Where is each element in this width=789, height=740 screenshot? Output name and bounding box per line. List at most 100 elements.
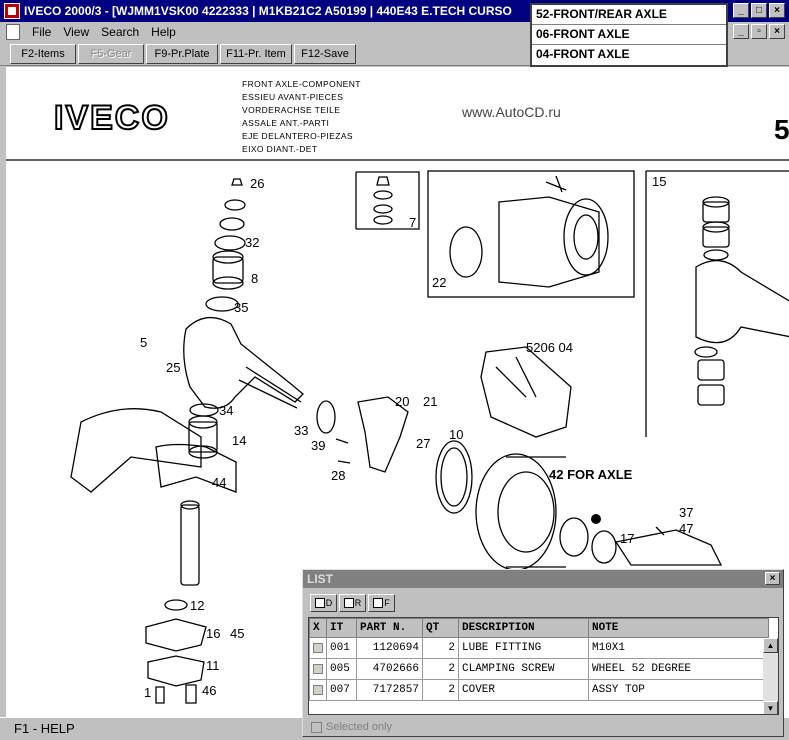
cell-part: 4702666 [356,658,423,680]
square-icon [373,598,384,608]
callout-10: 10 [449,427,463,442]
callout-15: 15 [652,174,666,189]
callout-12: 12 [190,598,204,613]
callout-42: 42 FOR AXLE [549,467,633,482]
row-checkbox[interactable] [309,658,327,680]
callout-47: 47 [679,521,693,536]
table-row[interactable]: 001 1120694 2 LUBE FITTING M10X1 [309,637,769,659]
drawing-title-es: EJE DELANTERO-PIEZAS [242,131,353,141]
app-icon[interactable] [4,3,20,19]
callout-32: 32 [245,235,259,250]
list-tool-d-button[interactable]: D [310,594,337,612]
callout-33: 33 [294,423,308,438]
cell-qt: 2 [422,679,459,701]
cell-it: 001 [326,637,357,659]
callout-39: 39 [311,438,325,453]
minimize-button[interactable]: _ [733,3,749,18]
callout-17: 17 [620,531,634,546]
cell-qt: 2 [422,658,459,680]
callout-37: 37 [679,505,693,520]
drawing-title-pt: EIXO DIANT.-DET [242,144,317,154]
menu-help[interactable]: Help [151,25,176,39]
menu-file[interactable]: File [32,25,52,39]
drawing-title-fr: ESSIEU AVANT-PIECES [242,92,343,102]
exploded-drawing: IVECO www.AutoCD.ru 5 FRONT AXLE-COMPONE… [6,79,789,704]
cell-description: LUBE FITTING [458,637,589,659]
callout-26: 26 [250,176,264,191]
col-qt[interactable]: QT [422,618,459,638]
callout-44: 44 [212,475,226,490]
cell-note: ASSY TOP [588,679,769,701]
drawing-title-it: ASSALE ANT.-PARTI [242,118,329,128]
row-checkbox[interactable] [309,679,327,701]
list-tool-r-button[interactable]: R [339,594,366,612]
cell-description: CLAMPING SCREW [458,658,589,680]
tool-label: R [354,598,362,608]
tool-label: D [325,598,333,608]
menu-search[interactable]: Search [101,25,140,39]
col-x[interactable]: X [309,618,327,638]
assembly-dropdown-list[interactable]: 52-FRONT/REAR AXLE 06-FRONT AXLE 04-FRON… [530,3,728,67]
items-button[interactable]: F2-Items [10,44,76,64]
scroll-down-icon[interactable]: ▼ [763,701,778,714]
callout-5: 5 [140,335,147,350]
list-tool-f-button[interactable]: F [368,594,395,612]
pr-item-button[interactable]: F11-Pr. Item [220,44,292,64]
col-note[interactable]: NOTE [588,618,769,638]
assembly-item[interactable]: 04-FRONT AXLE [536,47,630,61]
gear-button[interactable]: F5-Gear [78,44,144,64]
table-row[interactable]: 005 4702666 2 CLAMPING SCREW WHEEL 52 DE… [309,658,769,680]
callout-34: 34 [219,403,233,418]
window-title: IVECO 2000/3 - [WJMM1VSK00 4222333 | M1K… [24,4,512,18]
cell-it: 005 [326,658,357,680]
drawing-title-en: FRONT AXLE-COMPONENT [242,79,361,89]
scroll-up-icon[interactable]: ▲ [763,638,778,653]
callout-46: 46 [202,683,216,698]
callout-27: 27 [416,436,430,451]
cell-qt: 2 [422,637,459,659]
callout-20: 20 [395,394,409,409]
col-description[interactable]: DESCRIPTION [458,618,589,638]
iveco-logo: IVECO [54,99,170,137]
col-part[interactable]: PART N. [356,618,423,638]
mdi-close-button[interactable]: × [769,24,785,39]
table-row[interactable]: 007 7172857 2 COVER ASSY TOP [309,679,769,701]
callout-11: 11 [206,658,220,673]
mdi-restore-button[interactable]: ▫ [751,24,767,39]
save-button[interactable]: F12-Save [294,44,356,64]
selected-only-label: Selected only [326,721,393,733]
vertical-scrollbar[interactable]: ▲ ▼ [763,638,778,714]
maximize-button[interactable]: □ [751,3,767,18]
row-checkbox[interactable] [309,637,327,659]
callout-7: 7 [409,215,416,230]
callout-28: 28 [331,468,345,483]
square-icon [314,598,325,608]
menu-view[interactable]: View [63,25,90,39]
drawing-title-de: VORDERACHSE TEILE [242,105,340,115]
assembly-item[interactable]: 06-FRONT AXLE [532,25,726,45]
document-icon[interactable] [6,24,20,40]
callout-14: 14 [232,433,246,448]
checkbox-icon [311,721,322,733]
list-close-button[interactable]: × [765,572,780,585]
cell-note: WHEEL 52 DEGREE [588,658,769,680]
cell-part: 1120694 [356,637,423,659]
callout-22: 22 [432,275,446,290]
parts-table: X IT PART N. QT DESCRIPTION NOTE 001 112… [309,618,769,701]
list-title-bar[interactable]: LIST × [303,570,783,588]
cell-note: M10X1 [588,637,769,659]
callout-35: 35 [234,300,248,315]
callout-1: 1 [144,685,151,700]
callout-45: 45 [230,626,244,641]
selected-only-checkbox[interactable]: Selected only [311,721,392,733]
pr-plate-button[interactable]: F9-Pr.Plate [146,44,218,64]
col-it[interactable]: IT [326,618,357,638]
close-button[interactable]: × [769,3,785,18]
callout-16: 16 [206,626,220,641]
cell-part: 7172857 [356,679,423,701]
tool-label: F [384,598,390,608]
mdi-minimize-button[interactable]: _ [733,24,749,39]
parts-grid[interactable]: X IT PART N. QT DESCRIPTION NOTE 001 112… [308,617,779,715]
assembly-item[interactable]: 52-FRONT/REAR AXLE [532,5,726,25]
callout-25: 25 [166,360,180,375]
